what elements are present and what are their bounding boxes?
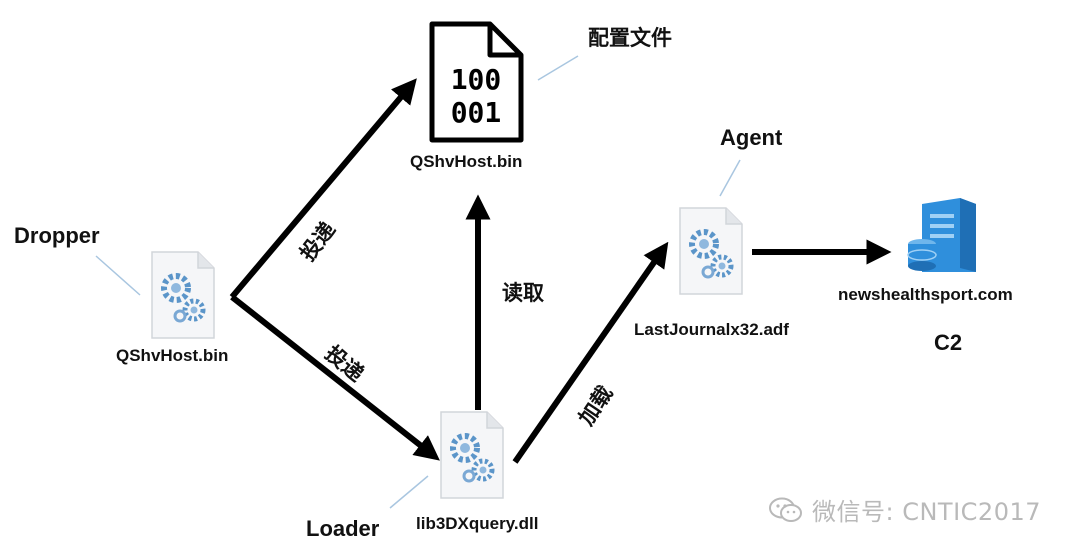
binary-line-2: 001	[451, 96, 502, 129]
dropper-connector	[95, 255, 141, 296]
agent-connector	[719, 159, 741, 197]
dropper-file-icon	[152, 252, 214, 338]
agent-role-label: Agent	[720, 125, 783, 150]
watermark-text: 微信号: CNTIC2017	[812, 498, 1041, 526]
c2-domain-label: newshealthsport.com	[838, 285, 1013, 304]
agent-file-icon	[680, 208, 742, 294]
binary-line-1: 100	[451, 63, 502, 96]
dropper-file-label: QShvHost.bin	[116, 346, 229, 365]
loader-file-label: lib3DXquery.dll	[416, 514, 539, 533]
edge-label-loader-to-config: 读取	[502, 281, 544, 305]
dropper-role-label: Dropper	[14, 223, 100, 248]
agent-file-label: LastJournalx32.adf	[634, 320, 789, 339]
wechat-icon	[769, 497, 802, 522]
arrow-loader-to-agent	[512, 241, 669, 464]
loader-role-label: Loader	[306, 516, 380, 541]
server-icon	[907, 198, 976, 272]
loader-connector	[389, 475, 429, 509]
binary-file-icon: 100 001	[429, 21, 524, 143]
arrow-dropper-to-loader	[230, 294, 440, 461]
loader-file-icon	[441, 412, 503, 498]
watermark: 微信号: CNTIC2017	[768, 492, 1041, 527]
config-role-label: 配置文件	[588, 26, 672, 50]
config-file-label: QShvHost.bin	[410, 152, 523, 171]
c2-role-label: C2	[934, 330, 963, 355]
arrow-dropper-to-config	[229, 78, 417, 299]
config-connector	[537, 55, 579, 81]
